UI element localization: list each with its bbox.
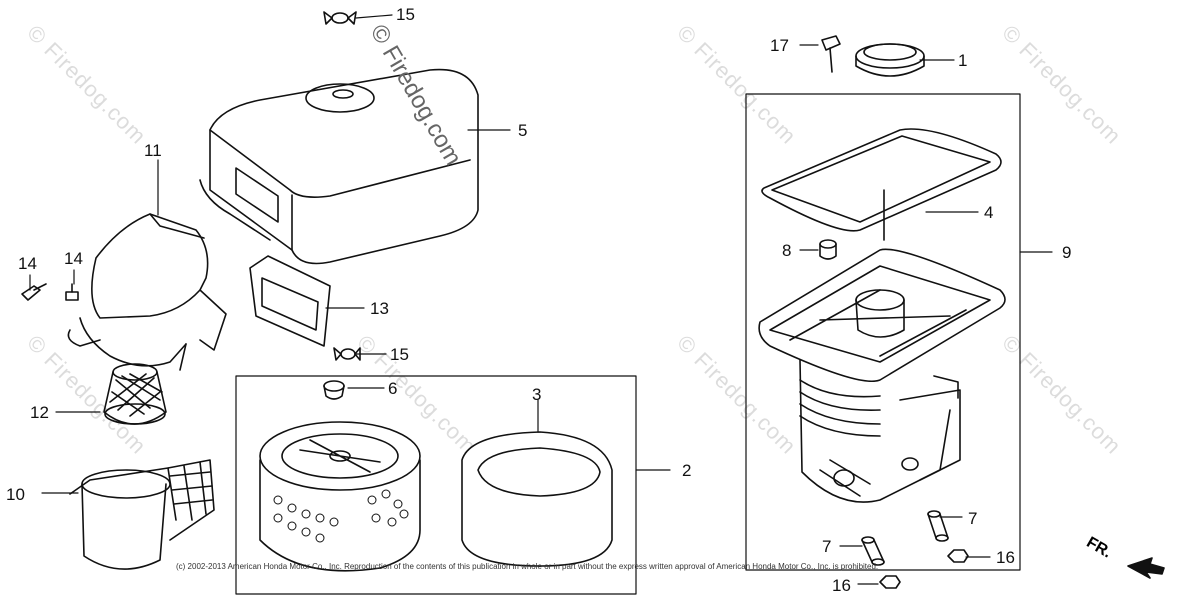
callout-14: 14	[18, 254, 37, 273]
callout-13: 13	[370, 299, 389, 318]
wing-nut	[323, 11, 357, 25]
grommet	[323, 380, 345, 400]
paper-filter-element	[259, 421, 421, 572]
bolt	[21, 283, 47, 301]
callout-2: 2	[682, 461, 692, 480]
callout-17: 17	[770, 36, 789, 55]
callout-5: 5	[518, 121, 528, 140]
callout-4: 4	[984, 203, 994, 222]
foam-filter-element	[461, 431, 613, 567]
callout-16: 16	[832, 576, 851, 595]
flange-nut	[947, 549, 969, 563]
callout-7: 7	[968, 509, 978, 528]
gasket-plate	[249, 255, 331, 347]
callout-16: 16	[996, 548, 1015, 567]
callout-11: 11	[144, 141, 162, 160]
air-cleaner-case-group-frame	[745, 93, 1021, 571]
bolt-17	[821, 35, 841, 73]
callout-15: 15	[396, 5, 415, 24]
air-cleaner-group-frame	[235, 375, 637, 595]
breather-tube	[861, 536, 885, 566]
callout-1: 1	[958, 51, 968, 70]
callout-8: 8	[782, 241, 792, 260]
bolt	[65, 283, 79, 301]
callout-15: 15	[390, 345, 409, 364]
callout-9: 9	[1062, 243, 1072, 262]
mesh-screen	[103, 363, 167, 425]
callout-6: 6	[388, 379, 398, 398]
breather-tube	[927, 510, 949, 542]
wing-nut-lower	[333, 347, 361, 361]
elbow-duct	[67, 213, 227, 371]
leader-lines	[29, 14, 1053, 585]
case-gasket	[761, 128, 1002, 241]
flange-nut	[879, 575, 901, 589]
air-cleaner-cover	[199, 68, 479, 265]
collar	[819, 239, 837, 260]
housing-base	[69, 459, 215, 570]
front-direction-arrow	[1127, 557, 1165, 579]
callout-14: 14	[64, 249, 83, 268]
callout-12: 12	[30, 403, 49, 422]
callout-3: 3	[532, 385, 542, 404]
callout-10: 10	[6, 485, 25, 504]
seal-ring	[855, 43, 925, 77]
copyright-notice: (c) 2002-2013 American Honda Motor Co., …	[176, 562, 879, 571]
callout-7: 7	[822, 537, 832, 556]
air-cleaner-case	[758, 248, 1006, 503]
